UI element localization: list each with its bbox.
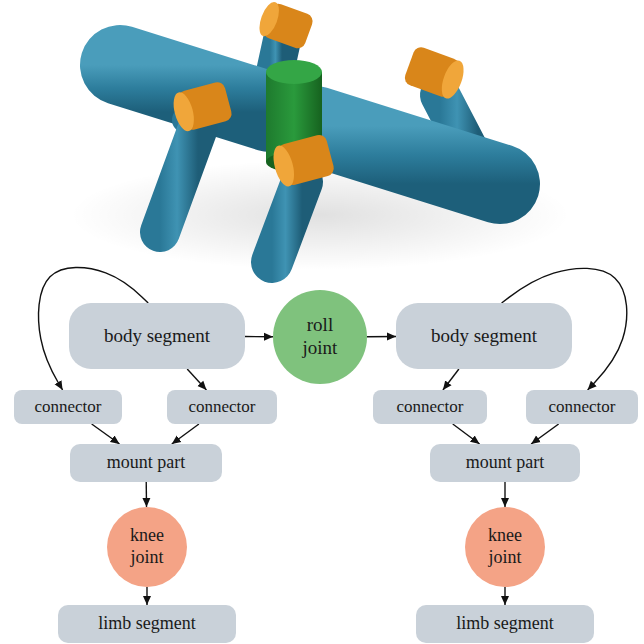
flow-arrow: [92, 424, 120, 444]
node-label: knee joint: [118, 525, 176, 568]
flow-arrow: [504, 482, 505, 507]
node-label: mount part: [466, 452, 545, 474]
body-segment: body segment: [396, 303, 572, 369]
flow-arrow: [146, 587, 147, 605]
flow-arrow: [367, 336, 396, 338]
node-label: limb segment: [456, 613, 554, 635]
circle-fill: [465, 507, 545, 587]
node-label: connector: [188, 397, 255, 417]
flow-arrow: [245, 336, 273, 338]
mount-part-box: mount part: [70, 444, 222, 482]
connector-box: connector: [167, 390, 277, 424]
knee-joint-circle: knee joint: [465, 507, 545, 587]
node-label: roll joint: [290, 314, 351, 360]
mount-part-box: mount part: [430, 444, 580, 482]
connector-box: connector: [373, 390, 487, 424]
node-label: connector: [34, 397, 101, 417]
flow-arrow: [187, 369, 206, 390]
roll-joint-circle: roll joint: [273, 290, 367, 384]
limb-segment-box: limb segment: [58, 605, 236, 643]
flow-arrow: [443, 369, 459, 390]
flow-arrow: [531, 424, 559, 444]
node-label: knee joint: [476, 525, 534, 568]
node-label: mount part: [107, 452, 186, 474]
flow-arrow: [504, 587, 505, 605]
flow-arrow: [146, 482, 148, 507]
node-label: limb segment: [98, 613, 196, 635]
node-label: body segment: [431, 325, 537, 348]
flow-arrow: [453, 424, 480, 444]
node-label: connector: [396, 397, 463, 417]
connector-box: connector: [14, 390, 122, 424]
connector-box: connector: [526, 390, 638, 424]
flow-arrow: [172, 424, 199, 444]
circle-fill: [107, 507, 187, 587]
body-segment: body segment: [69, 303, 245, 369]
knee-joint-circle: knee joint: [107, 507, 187, 587]
circle-fill: [273, 290, 367, 384]
node-label: connector: [548, 397, 615, 417]
node-label: body segment: [104, 325, 210, 348]
limb-segment-box: limb segment: [416, 605, 594, 643]
